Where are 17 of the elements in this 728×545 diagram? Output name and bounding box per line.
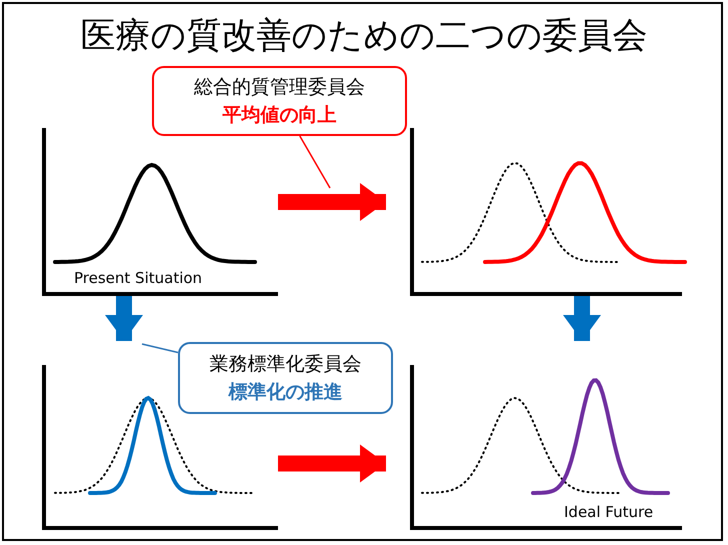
chart-label: Present Situation <box>74 269 202 287</box>
leader-line <box>142 343 178 354</box>
callout-box <box>178 342 393 414</box>
goal-text: 平均値の向上 <box>222 103 336 128</box>
committee-name: 総合的質管理委員会 <box>194 75 365 100</box>
committee-name: 業務標準化委員会 <box>210 352 362 377</box>
chart-label: Ideal Future <box>564 503 654 521</box>
block-arrow <box>105 296 143 341</box>
graph-panel <box>42 128 278 296</box>
graph-panel <box>410 365 682 530</box>
block-arrow <box>278 183 386 221</box>
goal-text: 標準化の推進 <box>228 380 342 405</box>
title: 医療の質改善のための二つの委員会 <box>80 15 648 58</box>
callout-box <box>152 66 407 136</box>
block-arrow <box>278 444 386 482</box>
block-arrow <box>563 296 601 341</box>
leader-line <box>299 136 331 188</box>
